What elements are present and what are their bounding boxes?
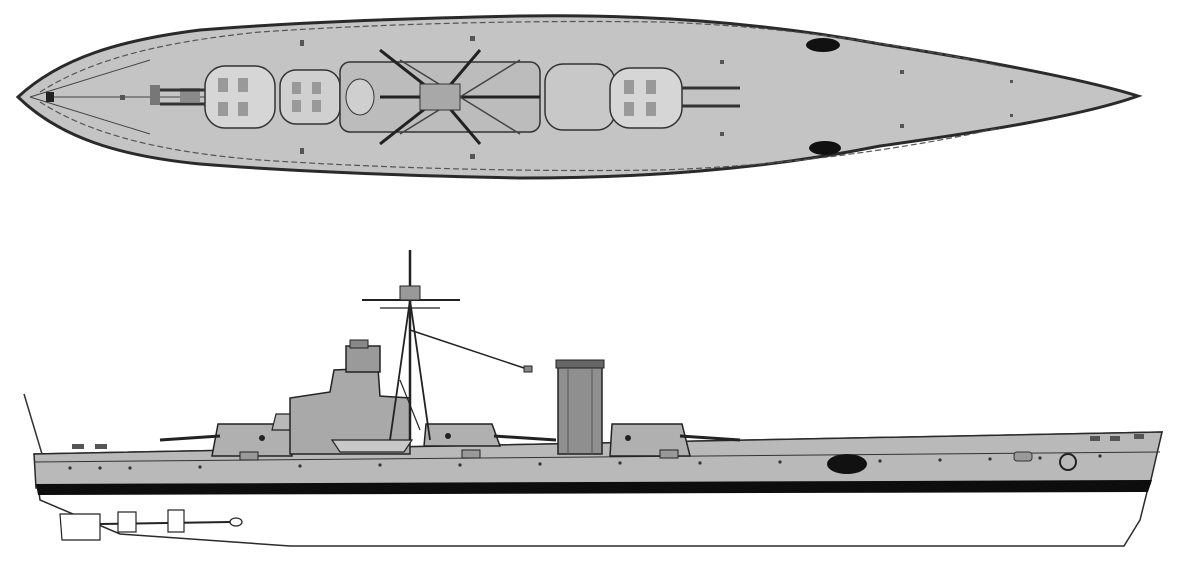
- plan-turret-y: [609, 67, 740, 129]
- bow-hawse: [1013, 451, 1033, 462]
- profile-bridge-tower: [345, 345, 381, 373]
- plan-turret-a: [160, 65, 276, 129]
- profile-dark-oval: [827, 454, 867, 474]
- profile-boot-top: [36, 480, 1152, 495]
- bow-fittings: [1090, 434, 1144, 441]
- profile-tripod-mast: [362, 250, 531, 441]
- plan-fitting: [150, 85, 160, 105]
- profile-turret-a: [609, 423, 741, 457]
- plan-superstructure: [339, 48, 541, 146]
- profile-derrick-tip: [523, 365, 533, 373]
- plan-small-fittings: [120, 36, 1013, 159]
- plan-view: [15, 14, 1143, 180]
- stern-flagstaff: [23, 393, 43, 455]
- plan-edge-detail-upper: [39, 20, 1001, 93]
- plan-boat-starboard: [809, 141, 841, 155]
- profile-rudder-propeller: [59, 509, 243, 541]
- profile-view: [23, 250, 1163, 547]
- profile-turret-b: [423, 423, 557, 447]
- plan-boat-port: [806, 38, 840, 52]
- profile-ship-boat: [330, 439, 414, 453]
- profile-deck-line: [33, 451, 1161, 463]
- profile-secondary-guns: [239, 449, 679, 461]
- profile-spotting-top: [399, 285, 421, 301]
- plan-turret-b: [279, 69, 341, 125]
- plan-edge-detail-lower: [39, 101, 1001, 172]
- profile-bridge-top: [349, 339, 369, 349]
- plan-turret-x: [544, 63, 616, 131]
- profile-funnel: [555, 359, 605, 455]
- profile-portholes: [68, 454, 1102, 470]
- plan-bow-fitting: [46, 92, 54, 102]
- anchor-icon: [1059, 453, 1077, 471]
- stern-fittings: [72, 444, 107, 449]
